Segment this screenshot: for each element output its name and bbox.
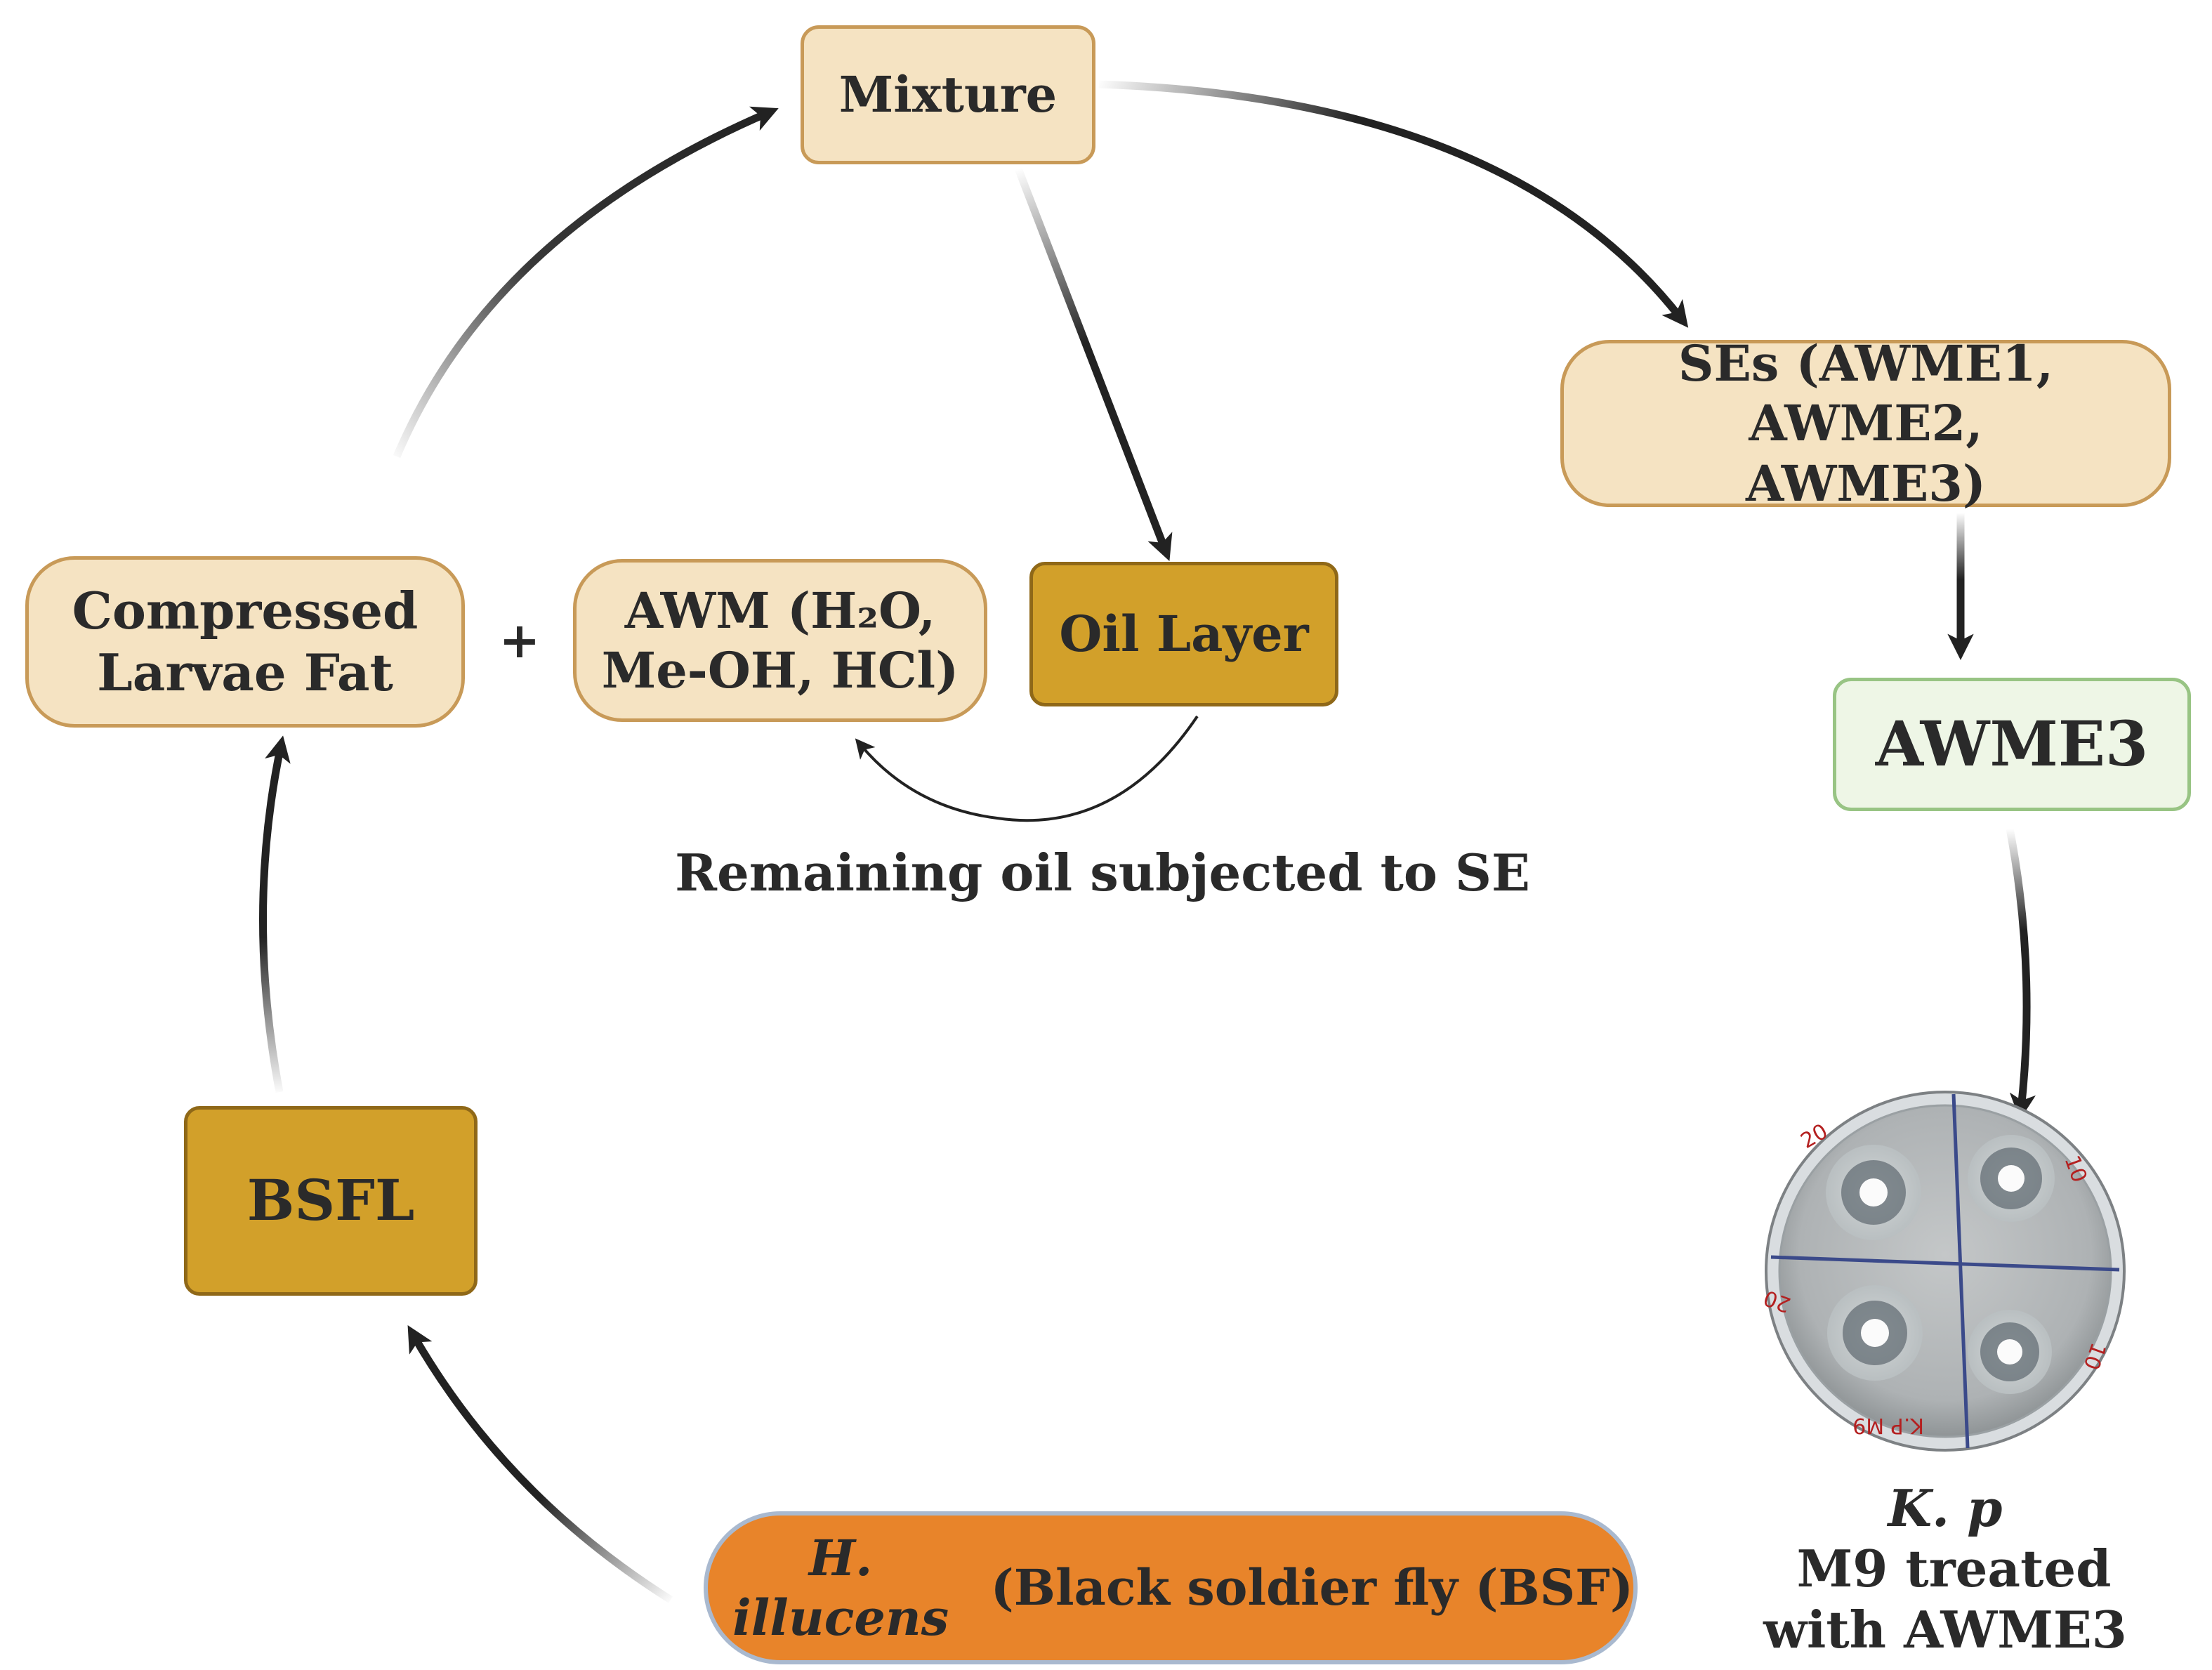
plus-sign: +: [499, 611, 541, 669]
node-oil-layer-label: Oil Layer: [1059, 605, 1309, 664]
source-italic-name: H. illucens: [732, 1528, 949, 1647]
petri-dish-image: 20 10 20 10 K.P M9: [1763, 1091, 2126, 1452]
plate-caption-italic: K. p: [1888, 1478, 2003, 1538]
node-oil-layer: Oil Layer: [1029, 562, 1338, 706]
remaining-oil-label: Remaining oil subjected to SE: [675, 843, 1530, 902]
plate-caption: K. p M9 treated with AWME3: [1742, 1478, 2149, 1660]
disc-bottom-left: [1827, 1285, 1923, 1381]
plate-caption-rest: M9 treated: [1779, 1539, 2112, 1599]
arrow-awme3-to-plate: [2006, 827, 2036, 1120]
node-compressed-line1: Compressed: [72, 581, 419, 641]
node-compressed-line2: Larvae Fat: [97, 643, 393, 702]
arrow-oil-to-awm: [855, 715, 1199, 822]
node-ses-line1: SEs (AWME1, AWME2,: [1678, 334, 2054, 453]
node-bsfl: BSFL: [184, 1106, 478, 1296]
node-bsfl-label: BSFL: [246, 1167, 415, 1234]
node-source-organism: H. illucens (Black soldier fly (BSF): [704, 1511, 1638, 1664]
node-mixture-label: Mixture: [838, 65, 1058, 124]
node-awme3: AWME3: [1833, 678, 2191, 811]
plate-label-bottom: K.P M9: [1852, 1413, 1924, 1438]
disc-top-right: [1968, 1135, 2055, 1222]
disc-bottom-right: [1968, 1310, 2052, 1394]
arrow-compressed-to-mixture: [393, 106, 779, 459]
arrow-mixture-to-oil-layer: [1014, 167, 1173, 561]
node-awm-line1: AWM (H₂O,: [624, 581, 936, 640]
node-awm: AWM (H₂O, Me-OH, HCl): [573, 559, 987, 722]
arrow-mixture-to-ses: [1098, 80, 1689, 328]
plate-caption-line1: K. p M9 treated: [1742, 1478, 2149, 1600]
node-awme3-label: AWME3: [1875, 707, 2149, 781]
node-awm-line2: Me-OH, HCl): [601, 641, 959, 699]
disc-top-left: [1826, 1145, 1921, 1240]
arrow-bsfl-to-compressed: [259, 735, 291, 1093]
plate-caption-line2: with AWME3: [1763, 1599, 2127, 1659]
node-ses: SEs (AWME1, AWME2, AWME3): [1560, 334, 2171, 513]
node-mixture: Mixture: [801, 25, 1095, 164]
node-compressed-larvae-fat: Compressed Larvae Fat: [25, 556, 465, 728]
node-ses-line2: AWME3): [1745, 454, 1987, 513]
source-common-name: (Black soldier fly (BSF): [973, 1558, 1633, 1617]
arrow-source-to-bsfl: [407, 1325, 673, 1603]
